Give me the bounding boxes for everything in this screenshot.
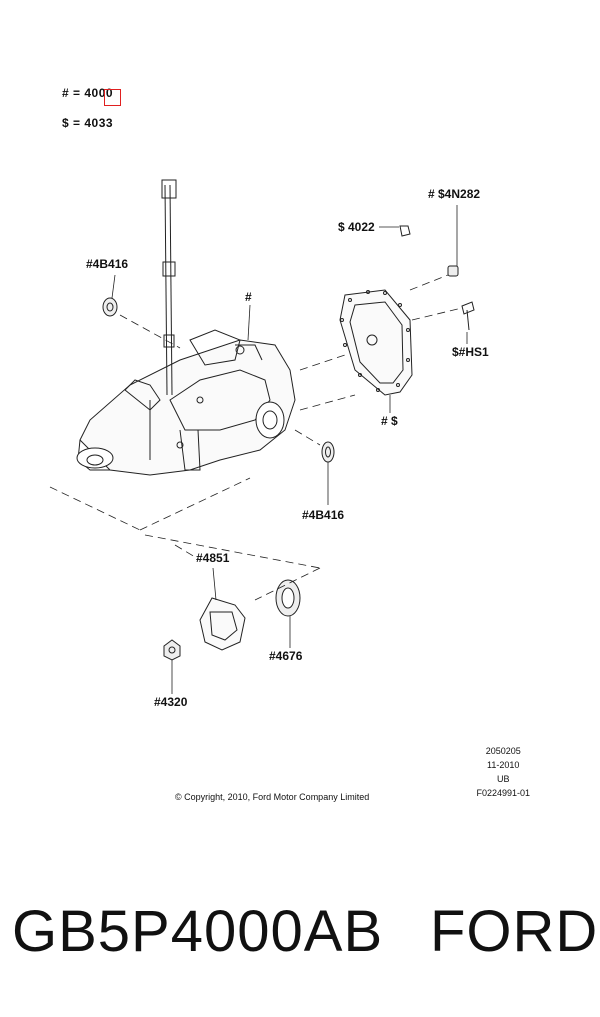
figure-meta: 2050205 11-2010 UB F0224991-01	[476, 744, 530, 800]
callout-s4022: $ 4022	[338, 220, 375, 234]
callout-hash-4b416-bottom: #4B416	[302, 508, 345, 522]
callout-hash-4851: #4851	[196, 551, 230, 565]
dashed-assembly-lines	[49, 274, 463, 601]
highlight-marker	[104, 89, 121, 106]
leader-lines	[111, 205, 468, 694]
callout-hash-4b416-top: #4B416	[86, 257, 129, 271]
callout-hash-main: #	[245, 290, 252, 304]
meta-figure: F0224991-01	[476, 788, 530, 798]
callout-hash-s: # $	[381, 414, 398, 428]
cover-plate-drawing	[339, 289, 413, 396]
callout-s-hash-hs1: $#HS1	[452, 345, 489, 359]
axle-housing-drawing	[76, 329, 296, 476]
callout-hash-s4n282: # $4N282	[428, 187, 481, 201]
brand-name: FORD	[430, 899, 599, 964]
meta-date: 11-2010	[487, 760, 520, 770]
small-parts-drawing	[102, 225, 475, 661]
copyright-notice: © Copyright, 2010, Ford Motor Company Li…	[175, 792, 370, 802]
legend-assembly-code: # = 4000	[62, 86, 114, 100]
legend-subassembly-code: $ = 4033	[62, 116, 114, 130]
meta-code: 2050205	[485, 746, 521, 756]
callout-hash-4320: #4320	[154, 695, 188, 709]
meta-region: UB	[496, 774, 510, 784]
callout-hash-4676: #4676	[269, 649, 303, 663]
part-number: GB5P4000AB	[12, 899, 384, 964]
vent-tube-drawing	[161, 179, 177, 396]
